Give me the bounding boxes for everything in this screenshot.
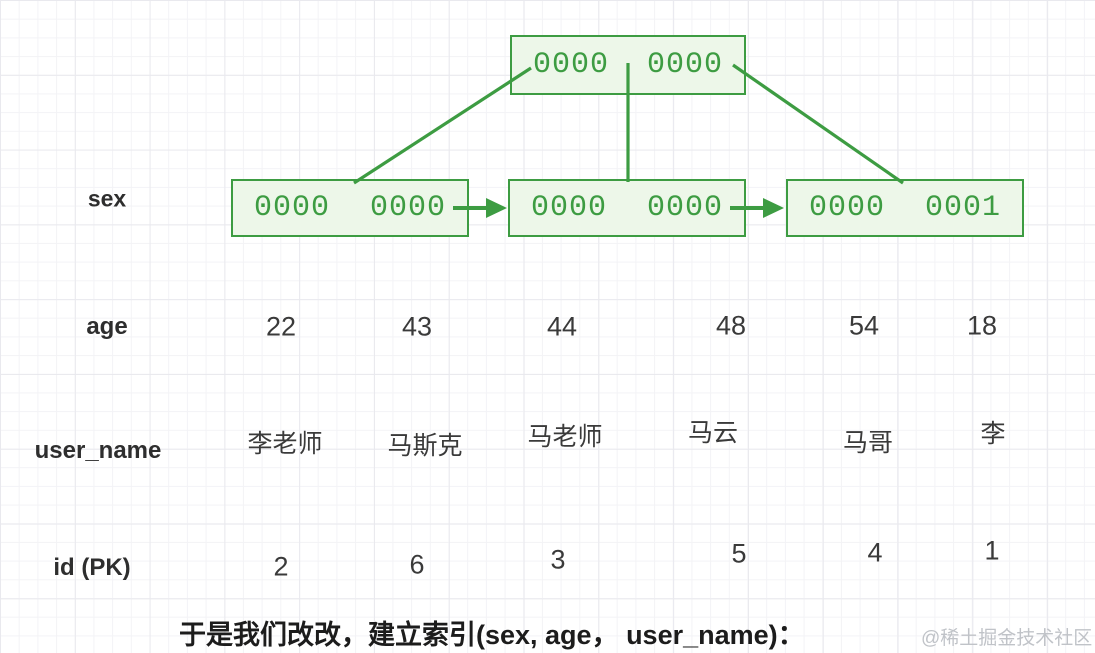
- age-value: 22: [265, 311, 297, 342]
- id-value: 5: [731, 538, 747, 569]
- id-value: 6: [409, 549, 425, 580]
- node-cell: 0000: [369, 191, 446, 225]
- user-name-value: 马老师: [527, 423, 603, 451]
- age-value: 48: [715, 310, 747, 341]
- row-label-sex: sex: [87, 185, 127, 212]
- node-cell: 0000: [646, 48, 723, 82]
- node-cell: 0001: [924, 191, 1001, 225]
- id-value: 2: [273, 551, 289, 582]
- node-cell: 0000: [646, 191, 723, 225]
- node-cell: 0000: [531, 191, 608, 225]
- user-name-value: 马云: [687, 419, 739, 447]
- edge-root-to-leaf3: [732, 63, 904, 185]
- leaf2-to-leaf3-arrowhead-icon: [763, 198, 784, 218]
- btree-leaf-node-2: 0000 0000: [508, 179, 746, 237]
- btree-root-node: 0000 0000: [510, 35, 746, 95]
- user-name-value: 李: [980, 420, 1006, 448]
- id-value: 4: [867, 537, 883, 568]
- id-value: 3: [550, 544, 566, 575]
- btree-leaf-node-1: 0000 0000: [231, 179, 469, 237]
- leaf1-to-leaf2-arrowhead-icon: [486, 198, 507, 218]
- age-value: 54: [848, 310, 880, 341]
- user-name-value: 马哥: [842, 429, 894, 457]
- node-cell: 0000: [254, 191, 331, 225]
- id-value: 1: [984, 535, 1000, 566]
- edge-root-to-leaf1: [353, 66, 532, 185]
- row-label-age: age: [86, 313, 128, 340]
- user-name-value: 李老师: [247, 430, 323, 458]
- age-value: 43: [401, 311, 433, 342]
- age-value: 18: [966, 310, 998, 341]
- row-label-user-name: user_name: [34, 437, 162, 464]
- node-cell: 0000: [809, 191, 886, 225]
- row-label-id-pk: id (PK): [53, 554, 131, 581]
- age-value: 44: [546, 311, 578, 342]
- caption-text: 于是我们改改，建立索引(sex, age， user_name)：: [179, 620, 805, 650]
- watermark-text: @稀土掘金技术社区: [921, 628, 1093, 649]
- user-name-value: 马斯克: [387, 432, 463, 460]
- node-cell: 0000: [533, 48, 610, 82]
- btree-leaf-node-3: 0000 0001: [786, 179, 1024, 237]
